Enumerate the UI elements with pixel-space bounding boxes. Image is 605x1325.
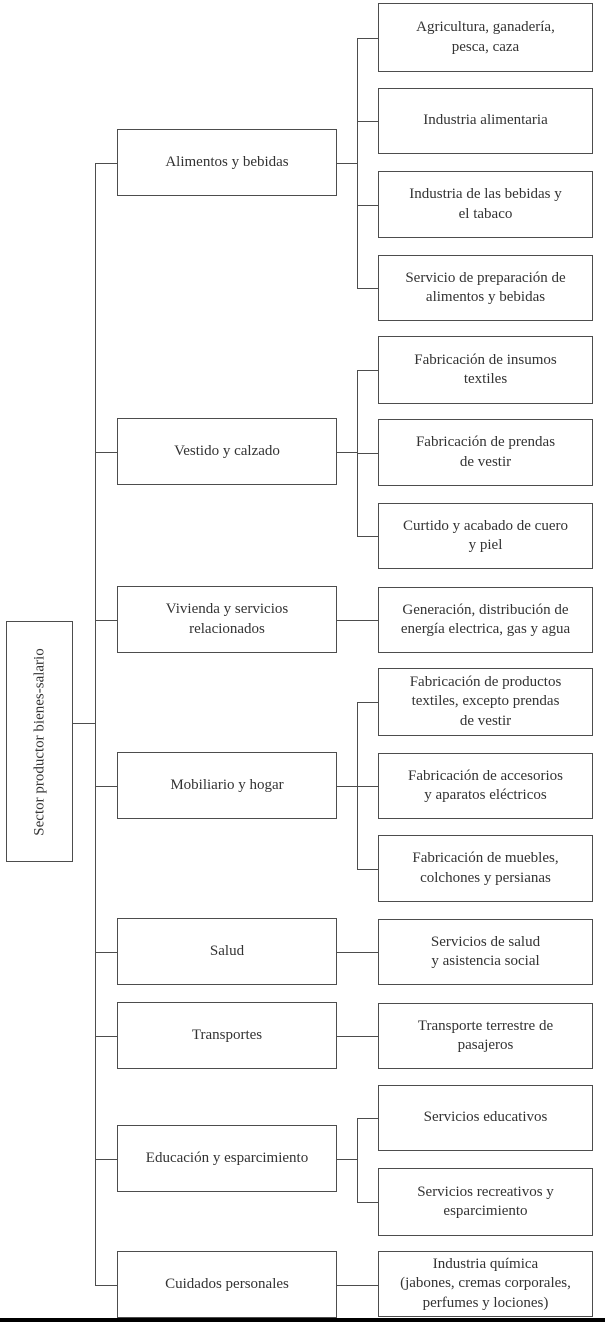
subcategory-node: Agricultura, ganadería, pesca, caza	[378, 3, 593, 72]
category-node: Vivienda y servicios relacionados	[117, 586, 337, 653]
subcategory-node-label: Fabricación de productos textiles, excep…	[409, 673, 562, 729]
subcategory-node-label: Servicios de salud y asistencia social	[430, 933, 541, 970]
category-node: Mobiliario y hogar	[117, 752, 337, 819]
subcategory-node: Servicios educativos	[378, 1085, 593, 1151]
category-node-label: Transportes	[191, 1026, 263, 1043]
branch-line	[357, 38, 358, 288]
subcategory-node-label: Fabricación de muebles, colchones y pers…	[412, 850, 559, 886]
branch-stub-line	[337, 452, 357, 453]
subcategory-node-label: Fabricación de insumos textiles	[414, 351, 557, 388]
branch-stub-line	[337, 163, 357, 164]
child-connector-line	[357, 288, 378, 289]
category-node: Alimentos y bebidas	[117, 129, 337, 196]
child-connector-line	[357, 453, 378, 454]
category-node-label: Vivienda y servicios relacionados	[165, 601, 289, 637]
category-node: Educación y esparcimiento	[117, 1125, 337, 1192]
subcategory-node: Generación, distribución de energía elec…	[378, 587, 593, 653]
root-node: Sector productor bienes-salario	[6, 621, 73, 862]
category-node: Cuidados personales	[117, 1251, 337, 1318]
category-node: Salud	[117, 918, 337, 985]
subcategory-node-label: Industria de las bebidas y el tabaco	[409, 186, 562, 222]
subcategory-node-label: Generación, distribución de energía elec…	[400, 601, 571, 638]
category-node-label: Vestido y calzado	[174, 442, 280, 459]
child-connector-line	[357, 121, 378, 122]
category-connector-line	[95, 163, 117, 164]
category-connector-line	[95, 620, 117, 621]
category-node-label: Educación y esparcimiento	[145, 1149, 309, 1166]
subcategory-node: Fabricación de prendas de vestir	[378, 419, 593, 486]
subcategory-node: Servicios recreativos y esparcimiento	[378, 1168, 593, 1236]
subcategory-node: Servicio de preparación de alimentos y b…	[378, 255, 593, 321]
child-connector-line	[357, 205, 378, 206]
subcategory-node-label: Transporte terrestre de pasajeros	[417, 1017, 554, 1054]
branch-line	[357, 702, 358, 869]
subcategory-node: Industria de las bebidas y el tabaco	[378, 171, 593, 238]
child-connector-line	[357, 1118, 378, 1119]
child-connector-line	[337, 1036, 378, 1037]
bottom-rule	[0, 1318, 605, 1322]
child-connector-line	[337, 1285, 378, 1286]
category-connector-line	[95, 1159, 117, 1160]
category-node: Vestido y calzado	[117, 418, 337, 485]
subcategory-node-label: Servicios recreativos y esparcimiento	[417, 1183, 554, 1220]
subcategory-node: Fabricación de accesorios y aparatos elé…	[378, 753, 593, 819]
subcategory-node-label: Industria alimentaria	[423, 112, 548, 129]
subcategory-node: Servicios de salud y asistencia social	[378, 919, 593, 985]
child-connector-line	[357, 370, 378, 371]
child-connector-line	[337, 952, 378, 953]
category-node-label: Alimentos y bebidas	[165, 153, 289, 170]
subcategory-node-label: Industria química (jabones, cremas corpo…	[400, 1255, 571, 1311]
child-connector-line	[357, 536, 378, 537]
branch-stub-line	[337, 1159, 357, 1160]
trunk-line	[95, 163, 96, 1285]
subcategory-node-label: Fabricación de prendas de vestir	[415, 434, 556, 470]
subcategory-node: Fabricación de muebles, colchones y pers…	[378, 835, 593, 902]
root-label: Sector productor bienes-salario	[30, 647, 47, 836]
child-connector-line	[337, 620, 378, 621]
subcategory-node: Curtido y acabado de cuero y piel	[378, 503, 593, 569]
subcategory-node: Industria química (jabones, cremas corpo…	[378, 1251, 593, 1317]
subcategory-node-label: Agricultura, ganadería, pesca, caza	[416, 19, 555, 55]
category-connector-line	[95, 952, 117, 953]
subcategory-node-label: Servicio de preparación de alimentos y b…	[405, 269, 566, 306]
category-node-label: Mobiliario y hogar	[170, 776, 284, 793]
root-connector-line	[73, 723, 95, 724]
category-connector-line	[95, 1036, 117, 1037]
subcategory-node-label: Servicios educativos	[423, 1109, 548, 1126]
subcategory-node: Fabricación de insumos textiles	[378, 336, 593, 404]
category-node-label: Salud	[209, 942, 245, 959]
child-connector-line	[357, 702, 378, 703]
subcategory-node-label: Fabricación de accesorios y aparatos elé…	[408, 767, 563, 804]
subcategory-node-label: Curtido y acabado de cuero y piel	[403, 517, 568, 554]
child-connector-line	[357, 1202, 378, 1203]
subcategory-node: Industria alimentaria	[378, 88, 593, 154]
category-node: Transportes	[117, 1002, 337, 1069]
subcategory-node: Fabricación de productos textiles, excep…	[378, 668, 593, 736]
branch-line	[357, 1118, 358, 1202]
category-connector-line	[95, 786, 117, 787]
branch-stub-line	[337, 786, 357, 787]
child-connector-line	[357, 786, 378, 787]
category-connector-line	[95, 452, 117, 453]
category-connector-line	[95, 1285, 117, 1286]
child-connector-line	[357, 38, 378, 39]
child-connector-line	[357, 869, 378, 870]
subcategory-node: Transporte terrestre de pasajeros	[378, 1003, 593, 1069]
category-node-label: Cuidados personales	[165, 1275, 289, 1292]
